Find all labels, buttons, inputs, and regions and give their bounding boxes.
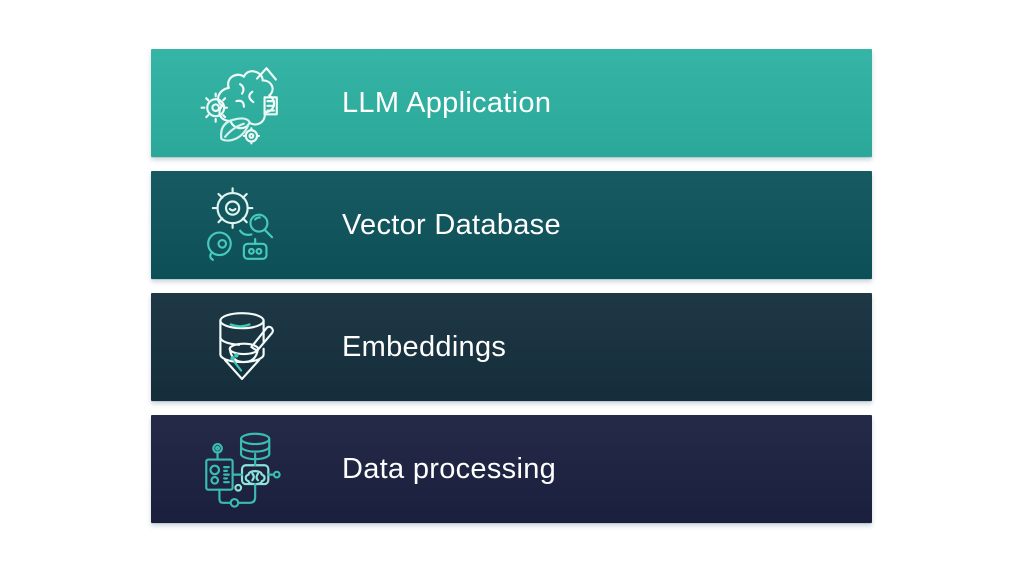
layer-label: LLM Application <box>342 86 552 119</box>
database-mortar-pestle-icon <box>194 299 290 395</box>
layer-vector-database: Vector Database <box>151 171 872 279</box>
layer-stack: LLM Application <box>151 49 872 523</box>
database-pipeline-icon <box>194 421 290 517</box>
brain-gears-leaf-icon <box>194 55 290 151</box>
gear-head-magnifier-icon <box>194 177 290 273</box>
layer-label: Vector Database <box>342 208 561 241</box>
layer-llm-application: LLM Application <box>151 49 872 157</box>
layer-embeddings: Embeddings <box>151 293 872 401</box>
layer-label: Embeddings <box>342 330 507 363</box>
layer-data-processing: Data processing <box>151 415 872 523</box>
layer-label: Data processing <box>342 452 557 485</box>
